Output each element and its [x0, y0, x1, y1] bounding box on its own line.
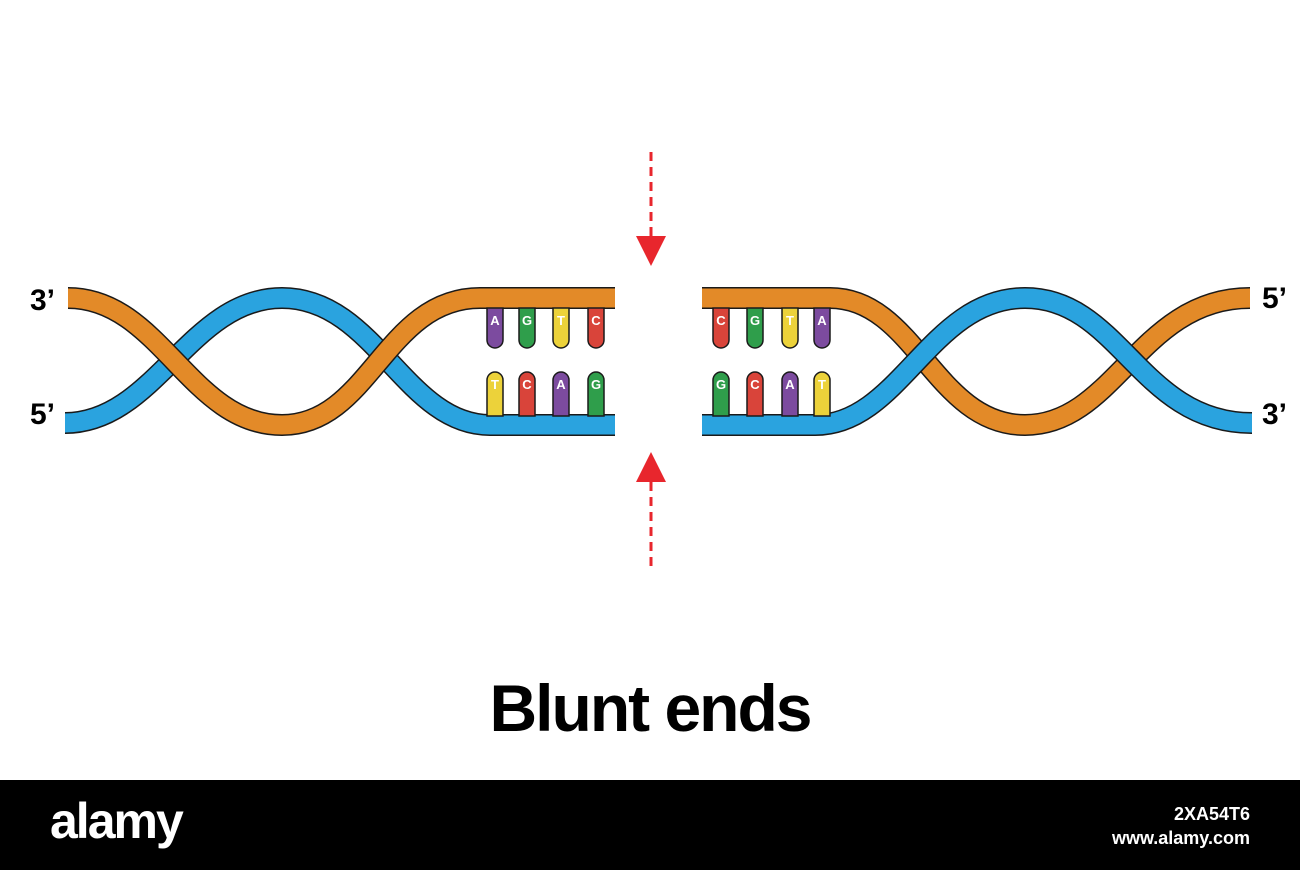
bottom-cut-arrowhead	[636, 452, 666, 482]
right-bottom-base-C-letter: C	[750, 377, 760, 392]
left-orange-strand	[67, 287, 615, 437]
left-top-base-A: A	[486, 307, 504, 349]
image-id: 2XA54T6	[1173, 804, 1250, 824]
right-bottom-base-G-letter: G	[716, 377, 726, 392]
dna-strands	[64, 286, 1253, 437]
left-top-base-C: C	[587, 307, 605, 349]
right-bottom-base-G: G	[712, 371, 730, 417]
left-top-base-C-letter: C	[591, 313, 601, 328]
right-orange-strand	[702, 287, 1251, 437]
left-bottom-base-T-letter: T	[491, 377, 499, 392]
right-bottom-base-A-letter: A	[785, 377, 795, 392]
right-blue-strand	[702, 286, 1253, 436]
left-top-base-G-letter: G	[522, 313, 532, 328]
right-top-base-C-letter: C	[716, 313, 726, 328]
left-bottom-base-G-letter: G	[591, 377, 601, 392]
right-top-base-T-letter: T	[786, 313, 794, 328]
right-bottom-end-label: 3’	[1262, 398, 1287, 431]
right-top-end-label: 5’	[1262, 282, 1287, 315]
left-bottom-base-T: T	[486, 371, 504, 417]
left-top-base-T-letter: T	[557, 313, 565, 328]
right-bottom-base-A: A	[781, 371, 799, 417]
right-top-base-G: G	[746, 307, 764, 349]
left-bottom-base-C-letter: C	[522, 377, 532, 392]
left-top-end-label: 3’	[30, 284, 55, 317]
left-top-base-G: G	[518, 307, 536, 349]
top-cut-arrowhead	[636, 236, 666, 266]
right-top-base-A: A	[813, 307, 831, 349]
site-url: www.alamy.com	[1111, 828, 1250, 848]
image-info: 2XA54T6 www.alamy.com	[1112, 802, 1250, 850]
left-top-base-A-letter: A	[490, 313, 500, 328]
right-top-base-A-letter: A	[817, 313, 827, 328]
dna-blunt-ends-diagram: A G T C T C A G C G T A G C A T 3’ 5’ 5’ 3’	[30, 152, 1287, 568]
left-blue-strand	[64, 286, 615, 436]
left-bottom-base-A: A	[552, 371, 570, 417]
left-bottom-base-G: G	[587, 371, 605, 417]
left-top-base-T: T	[552, 307, 570, 349]
right-top-base-G-letter: G	[750, 313, 760, 328]
left-bottom-base-C: C	[518, 371, 536, 417]
left-bottom-base-A-letter: A	[556, 377, 566, 392]
watermark-footer-bar: alamy 2XA54T6 www.alamy.com	[0, 780, 1300, 870]
right-bottom-base-C: C	[746, 371, 764, 417]
right-top-base-T: T	[781, 307, 799, 349]
cut-site-arrows	[636, 152, 666, 568]
left-bottom-end-label: 5’	[30, 398, 55, 431]
base-pairs: A G T C T C A G C G T A G C A T	[486, 307, 831, 417]
right-bottom-base-T: T	[813, 371, 831, 417]
brand-logo: alamy	[50, 793, 184, 849]
right-top-base-C: C	[712, 307, 730, 349]
right-bottom-base-T-letter: T	[818, 377, 826, 392]
diagram-title: Blunt ends	[489, 671, 813, 745]
